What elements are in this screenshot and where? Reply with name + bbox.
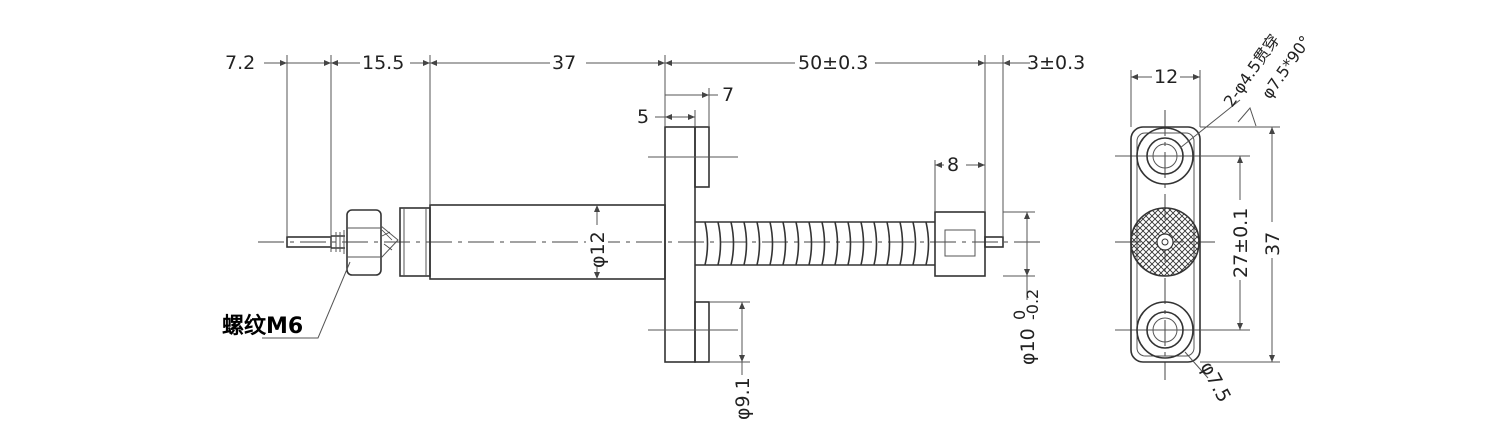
dim-phi10-lower: -0.2	[1023, 289, 1042, 320]
mounting-flange	[648, 126, 738, 363]
side-dimensions: 7.2 15.5 37 50±0.3 3±0.3 7 5 8 φ12	[222, 50, 1085, 420]
dim-5: 5	[637, 106, 649, 128]
dim-end-width: 12	[1154, 66, 1178, 88]
end-view	[1115, 110, 1215, 380]
dim-3: 3±0.3	[1027, 52, 1085, 74]
side-view	[258, 126, 1040, 363]
mount-hole-top	[1136, 127, 1194, 185]
thread-callout: 螺纹M6	[222, 313, 303, 339]
dim-phi10-upper: 0	[1010, 310, 1029, 320]
dim-end-height: 37	[1262, 232, 1284, 256]
center-core	[1130, 207, 1200, 277]
dim-phi9-1: φ9.1	[732, 377, 754, 420]
dim-7-2: 7.2	[225, 52, 255, 74]
mount-hole-bottom	[1136, 301, 1194, 359]
dim-hole-spacing: 27±0.1	[1230, 208, 1252, 278]
end-cap	[934, 211, 1004, 277]
return-spring	[695, 221, 935, 266]
dim-phi7-5: φ7.5	[1196, 358, 1235, 406]
dim-phi12: φ12	[587, 231, 609, 268]
dim-15-5: 15.5	[362, 52, 404, 74]
dim-8: 8	[947, 154, 959, 176]
dim-phi10: φ10	[1017, 328, 1039, 365]
hex-nut	[346, 209, 399, 276]
dim-37: 37	[552, 52, 576, 74]
dim-7: 7	[722, 84, 734, 106]
thread-section	[331, 230, 345, 254]
dim-50: 50±0.3	[798, 52, 868, 74]
